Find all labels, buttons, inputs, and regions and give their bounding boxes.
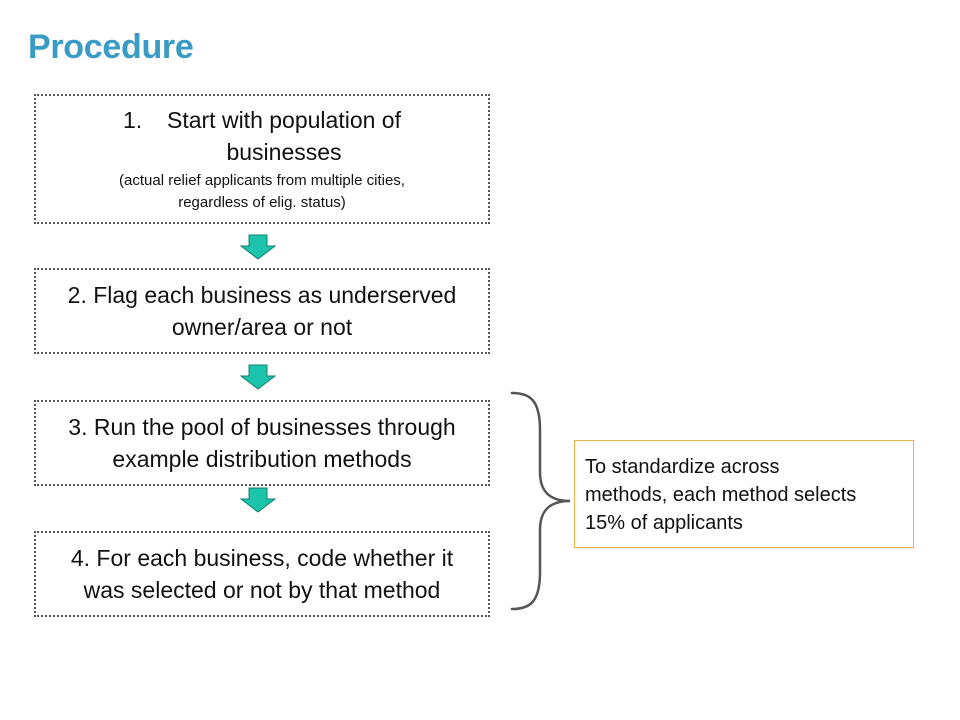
step-1-text-line1: Start with population of [167, 107, 401, 133]
step-4-line2: was selected or not by that method [83, 577, 441, 603]
down-arrow-icon [240, 234, 276, 260]
step-2-line2: owner/area or not [171, 314, 353, 340]
step-1-subtext-line2: regardless of elig. status) [178, 194, 346, 211]
note-box: To standardize across methods, each meth… [574, 440, 914, 548]
down-arrow-icon [240, 487, 276, 513]
step-2-line1: 2. Flag each business as underserved [67, 282, 457, 308]
note-line3: 15% of applicants [585, 512, 743, 534]
step-1-subtext-line1: (actual relief applicants from multiple … [119, 172, 405, 189]
step-box-4: 4. For each business, code whether it wa… [34, 531, 490, 617]
step-box-2: 2. Flag each business as underserved own… [34, 268, 490, 354]
right-brace [510, 391, 571, 611]
page-title: Procedure [28, 28, 194, 66]
step-3-line2: example distribution methods [112, 446, 412, 472]
note-line2: methods, each method selects [585, 484, 857, 506]
step-1-heading: 1. Start with population of businesses [123, 104, 401, 168]
step-4-line1: 4. For each business, code whether it [70, 545, 454, 571]
step-box-1: 1. Start with population of businesses (… [34, 94, 490, 224]
step-1-number: 1. [123, 107, 143, 133]
step-3-line1: 3. Run the pool of businesses through [68, 414, 456, 440]
step-1-text-line2: businesses [226, 139, 342, 165]
down-arrow-icon [240, 364, 276, 390]
step-1-text: Start with population of businesses [167, 104, 401, 168]
step-box-3: 3. Run the pool of businesses through ex… [34, 400, 490, 486]
note-line1: To standardize across [585, 456, 780, 478]
step-1-subtext: (actual relief applicants from multiple … [119, 170, 405, 214]
